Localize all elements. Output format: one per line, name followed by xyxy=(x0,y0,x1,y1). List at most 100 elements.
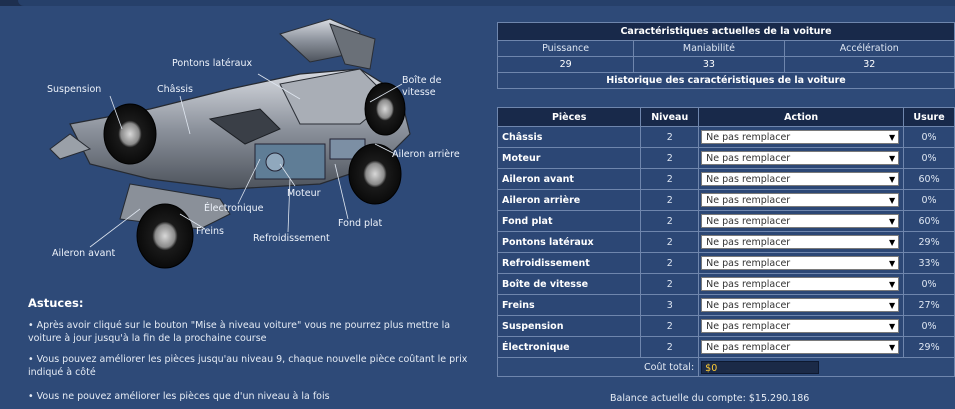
action-select[interactable]: Ne pas remplacer ▼ xyxy=(701,298,900,312)
dropdown-arrow-icon: ▼ xyxy=(889,301,896,310)
stats-col-puissance: Puissance xyxy=(496,40,635,57)
label-aileron-arriere: Aileron arrière xyxy=(392,149,460,160)
action-select-value: Ne pas remplacer xyxy=(706,174,791,185)
part-name: Fond plat xyxy=(496,210,642,232)
action-select[interactable]: Ne pas remplacer▼ xyxy=(701,151,900,165)
part-wear: 60% xyxy=(903,210,955,232)
tips-title: Astuces: xyxy=(28,296,84,310)
action-select[interactable]: Ne pas remplacer ▼ xyxy=(701,214,900,228)
dropdown-arrow-icon: ▼ xyxy=(889,259,896,268)
part-name: Électronique xyxy=(496,336,642,358)
total-cost-field: $0 xyxy=(701,360,820,374)
label-suspension: Suspension xyxy=(47,84,102,95)
account-balance: Balance actuelle du compte: $15.290.186 xyxy=(610,393,810,404)
header-action: Action xyxy=(698,107,905,127)
action-select-value: Ne pas remplacer xyxy=(706,195,791,206)
part-name: Pontons latéraux xyxy=(496,231,642,253)
action-select-value: Ne pas remplacer xyxy=(706,216,791,227)
part-name: Aileron arrière xyxy=(496,189,642,211)
action-select[interactable]: Ne pas remplacer ▼ xyxy=(701,130,900,144)
part-level: 2 xyxy=(640,168,700,190)
dropdown-arrow-icon: ▼ xyxy=(889,238,896,247)
stats-val-acceleration: 32 xyxy=(783,56,955,73)
label-aileron-avant: Aileron avant xyxy=(52,248,116,259)
part-level: 2 xyxy=(640,210,700,232)
parts-table: Pièces Niveau Action Usure Châssis 2 Ne pa… xyxy=(496,107,955,377)
part-name: Suspension xyxy=(496,315,642,337)
part-level: 2 xyxy=(640,252,700,274)
label-electronique: Électronique xyxy=(204,203,264,214)
part-wear: 0% xyxy=(903,273,955,295)
top-bar xyxy=(0,0,955,6)
action-select[interactable]: Ne pas remplacer ▼ xyxy=(701,277,900,291)
part-name: Moteur xyxy=(496,147,642,169)
part-level: 2 xyxy=(640,273,700,295)
part-wear: 0% xyxy=(903,147,955,169)
action-select-value: Ne pas remplacer xyxy=(706,279,791,290)
part-name: Châssis xyxy=(496,126,642,148)
part-wear: 27% xyxy=(903,294,955,316)
part-wear: 60% xyxy=(903,168,955,190)
stats-col-maniabilite: Maniabilité xyxy=(633,40,785,57)
stats-val-puissance: 29 xyxy=(496,56,635,73)
action-select[interactable]: Ne pas remplacer ▼ xyxy=(701,340,900,354)
label-chassis: Châssis xyxy=(157,84,193,95)
label-pontons: Pontons latéraux xyxy=(172,58,253,69)
part-level: 3 xyxy=(640,294,700,316)
part-name: Refroidissement xyxy=(496,252,642,274)
dropdown-arrow-icon: ▼ xyxy=(889,196,896,205)
stats-title: Caractéristiques actuelles de la voiture xyxy=(497,22,955,41)
action-select-value: Ne pas remplacer xyxy=(706,300,791,311)
part-name: Boîte de vitesse xyxy=(496,273,642,295)
dropdown-arrow-icon: ▼ xyxy=(889,343,896,352)
action-select[interactable]: Ne pas remplacer ▼ xyxy=(701,319,900,333)
dropdown-arrow-icon: ▼ xyxy=(889,154,896,163)
part-name: Aileron avant xyxy=(496,168,642,190)
part-level: 2 xyxy=(640,231,700,253)
action-select-value: Ne pas remplacer xyxy=(706,258,791,269)
part-level: 2 xyxy=(640,315,700,337)
part-name: Freins xyxy=(496,294,642,316)
action-select[interactable]: Ne pas remplacer ▼ xyxy=(701,172,900,186)
action-select[interactable]: Ne pas remplacer ▼ xyxy=(701,235,900,249)
label-refroidissement: Refroidissement xyxy=(253,233,330,244)
tip-3: • Vous ne pouvez améliorer les pièces qu… xyxy=(28,391,330,402)
tip-1: • Après avoir cliqué sur le bouton "Mise… xyxy=(28,320,451,344)
part-wear: 33% xyxy=(903,252,955,274)
label-freins: Freins xyxy=(196,226,224,237)
part-wear: 0% xyxy=(903,315,955,337)
part-level: 2 xyxy=(640,336,700,358)
history-link[interactable]: Historique des caractéristiques de la vo… xyxy=(497,72,955,89)
action-select[interactable]: Ne pas remplacer ▼ xyxy=(701,256,900,270)
part-wear: 29% xyxy=(903,336,955,358)
header-pieces: Pièces xyxy=(496,107,642,127)
label-boite: Boîte de vitesse xyxy=(402,75,442,98)
part-level: 2 xyxy=(640,189,700,211)
dropdown-arrow-icon: ▼ xyxy=(889,280,896,289)
stats-val-maniabilite: 33 xyxy=(633,56,785,73)
part-wear: 0% xyxy=(903,126,955,148)
action-select-value: Ne pas remplacer xyxy=(706,321,791,332)
header-usure: Usure xyxy=(903,107,955,127)
tip-2: • Vous pouvez améliorer les pièces jusqu… xyxy=(28,354,468,378)
total-label: Coût total: xyxy=(496,357,700,377)
part-wear: 0% xyxy=(903,189,955,211)
dropdown-arrow-icon: ▼ xyxy=(889,217,896,226)
action-select-value: Ne pas remplacer xyxy=(706,132,791,143)
car-illustration xyxy=(49,18,411,269)
action-select-value: Ne pas remplacer xyxy=(706,342,791,353)
dropdown-arrow-icon: ▼ xyxy=(889,322,896,331)
action-select-value: Ne pas remplacer xyxy=(706,237,791,248)
header-niveau: Niveau xyxy=(640,107,700,127)
action-select[interactable]: Ne pas remplacer ▼ xyxy=(701,193,900,207)
dropdown-arrow-icon: ▼ xyxy=(889,175,896,184)
dropdown-arrow-icon: ▼ xyxy=(889,133,896,142)
